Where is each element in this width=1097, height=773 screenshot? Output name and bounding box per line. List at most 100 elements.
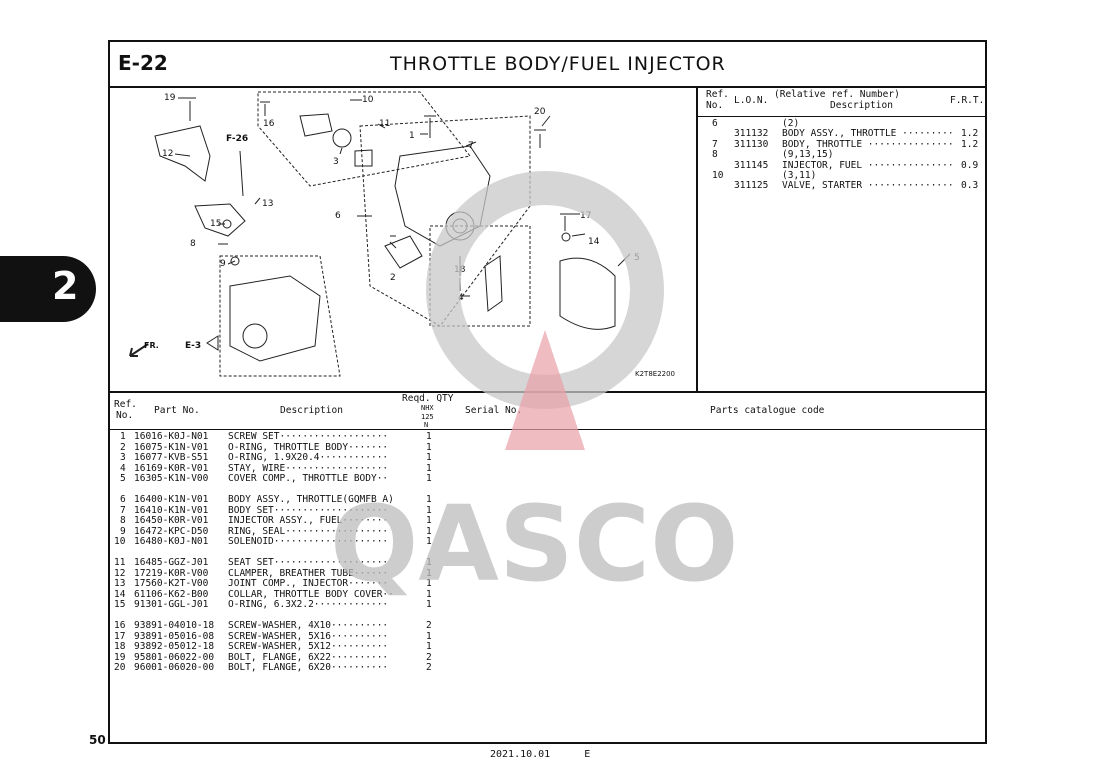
clamper-12 bbox=[154, 125, 211, 182]
rt-ref: 10 bbox=[712, 170, 724, 181]
oring-2 bbox=[384, 235, 423, 269]
rt-desc: BODY, THROTTLE ··············· bbox=[782, 138, 954, 150]
label-17: 17 bbox=[580, 211, 591, 221]
part-qty: 1 bbox=[426, 473, 432, 484]
label-15: 15 bbox=[210, 219, 221, 229]
rt-header-rule bbox=[698, 116, 985, 117]
footer: 2021.10.01 E bbox=[490, 749, 590, 760]
header-model-125: 125 bbox=[421, 413, 434, 421]
rt-frt: 0.3 bbox=[961, 180, 979, 192]
figure-code: E-22 bbox=[118, 51, 168, 75]
label-1: 1 bbox=[409, 131, 415, 141]
part-description: O-RING, THROTTLE BODY······· bbox=[228, 441, 389, 453]
catalogue-frame: E-22 THROTTLE BODY/FUEL INJECTOR bbox=[108, 40, 987, 744]
part-qty: 1 bbox=[426, 452, 432, 463]
part-description: CLAMPER, BREATHER TUBE······ bbox=[228, 567, 389, 579]
part-description: BOLT, FLANGE, 6X20·········· bbox=[228, 662, 389, 673]
rt-header-relative: (Relative ref. Number) bbox=[774, 89, 900, 100]
rt-frt: 1.2 bbox=[961, 138, 979, 150]
header-description: Description bbox=[280, 405, 343, 416]
part-number: 16169-K0R-V01 bbox=[134, 462, 209, 474]
rt-ref: 6 bbox=[712, 118, 718, 129]
part-ref: 12 bbox=[114, 567, 126, 579]
part-ref: 13 bbox=[114, 578, 126, 589]
rt-lon: 311145 bbox=[734, 159, 769, 171]
part-number: 93891-05016-08 bbox=[134, 630, 215, 642]
seat-11 bbox=[354, 149, 373, 167]
part-ref: 8 bbox=[120, 515, 126, 526]
label-7: 7 bbox=[468, 141, 474, 151]
rt-frt: 1.2 bbox=[961, 128, 979, 140]
part-description: RING, SEAL·················· bbox=[228, 525, 389, 537]
part-description: O-RING, 6.3X2.2············· bbox=[228, 599, 389, 610]
part-qty: 1 bbox=[426, 494, 432, 505]
rt-header-lon: L.O.N. bbox=[734, 95, 769, 106]
header-serial-no: Serial No. bbox=[465, 405, 523, 416]
part-number: 95801-06022-00 bbox=[134, 651, 215, 663]
part-ref: 5 bbox=[120, 473, 126, 484]
page-title: THROTTLE BODY/FUEL INJECTOR bbox=[390, 53, 726, 75]
part-ref: 18 bbox=[114, 641, 126, 652]
part-description: BODY ASSY., THROTTLE(GQMFB A) bbox=[228, 494, 394, 505]
bolt-20 bbox=[534, 129, 546, 148]
part-number: 91301-GGL-J01 bbox=[134, 599, 209, 610]
part-qty: 1 bbox=[426, 431, 432, 442]
group-box-stay bbox=[429, 225, 531, 327]
rt-desc: (9,13,15) bbox=[782, 149, 834, 161]
footer-date: 2021.10.01 bbox=[490, 749, 551, 760]
rt-row: 10(3,11) bbox=[698, 170, 985, 181]
part-qty: 1 bbox=[426, 515, 432, 526]
rt-header-ref: Ref. bbox=[706, 89, 729, 100]
part-number: 61106-K62-B00 bbox=[134, 588, 209, 600]
part-number: 93892-05012-18 bbox=[134, 641, 215, 652]
part-ref: 3 bbox=[120, 452, 126, 463]
part-number: 16075-K1N-V01 bbox=[134, 441, 209, 453]
rt-desc: BODY ASSY., THROTTLE ········· bbox=[782, 128, 954, 140]
part-ref: 17 bbox=[114, 630, 126, 642]
oring-3 bbox=[332, 128, 352, 148]
label-13: 13 bbox=[262, 199, 273, 209]
part-qty: 1 bbox=[426, 441, 432, 453]
rt-ref: 8 bbox=[712, 149, 718, 161]
e3-arrow bbox=[206, 335, 219, 351]
part-ref: 6 bbox=[120, 494, 126, 505]
rt-desc: (2) bbox=[782, 118, 800, 129]
part-description: SEAT SET···················· bbox=[228, 557, 389, 568]
rt-desc: INJECTOR, FUEL ··············· bbox=[782, 159, 954, 171]
label-12: 12 bbox=[162, 149, 173, 159]
exploded-diagram: 19 12 F-26 13 15 8 9 10 16 11 3 1 7 20 6… bbox=[110, 86, 698, 391]
rt-header-no: No. bbox=[706, 100, 724, 111]
screw-1 bbox=[424, 115, 436, 138]
manifold-port bbox=[242, 323, 268, 349]
part-ref: 2 bbox=[120, 441, 126, 453]
part-description: SCREW-WASHER, 5X12·········· bbox=[228, 641, 389, 652]
label-11: 11 bbox=[379, 119, 390, 129]
part-number: 16305-K1N-V00 bbox=[134, 473, 209, 484]
label-8: 8 bbox=[190, 239, 196, 249]
part-number: 16480-K0J-N01 bbox=[134, 536, 209, 547]
part-description: STAY, WIRE·················· bbox=[228, 462, 389, 474]
part-qty: 1 bbox=[426, 536, 432, 547]
screw-17 bbox=[560, 213, 570, 231]
part-number: 16410-K1N-V01 bbox=[134, 504, 209, 516]
ref-f26: F-26 bbox=[226, 134, 248, 144]
part-qty: 1 bbox=[426, 641, 432, 652]
part-ref: 1 bbox=[120, 431, 126, 442]
part-qty: 2 bbox=[426, 620, 432, 631]
header-catalogue-code: Parts catalogue code bbox=[710, 405, 825, 416]
part-ref: 16 bbox=[114, 620, 126, 631]
rt-lon: 311125 bbox=[734, 180, 769, 192]
part-ref: 19 bbox=[114, 651, 126, 663]
part-qty: 1 bbox=[426, 504, 432, 516]
page-number: 50 bbox=[89, 733, 106, 747]
ref-fr: FR. bbox=[144, 341, 159, 350]
page-header: E-22 THROTTLE BODY/FUEL INJECTOR bbox=[110, 42, 985, 88]
ref-e3: E-3 bbox=[185, 341, 201, 351]
group-box-manifold bbox=[219, 255, 341, 377]
part-ref: 15 bbox=[114, 599, 126, 610]
part-ref: 10 bbox=[114, 536, 126, 547]
part-number: 17560-K2T-V00 bbox=[134, 578, 209, 589]
rt-header-frt: F.R.T. bbox=[950, 95, 985, 106]
